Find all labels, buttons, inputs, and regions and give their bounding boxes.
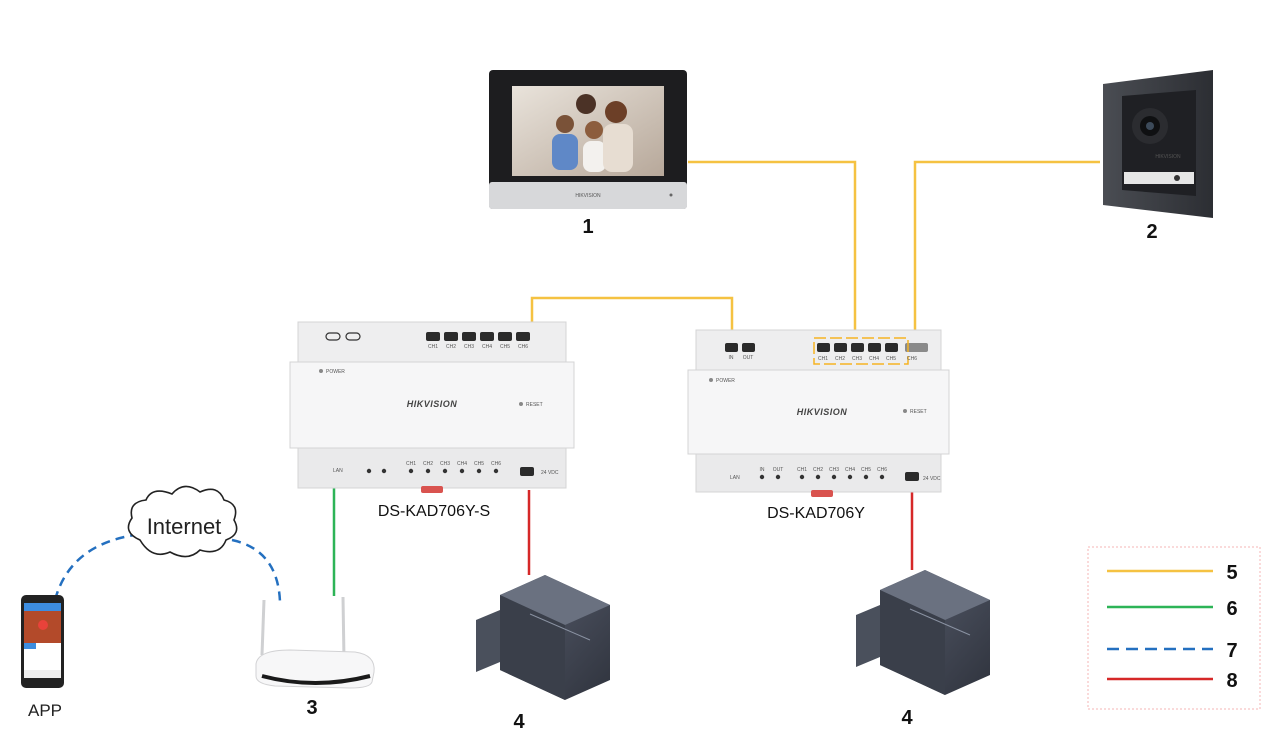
bottom-ch-label: CH5 — [861, 467, 871, 473]
power-label: POWER — [716, 378, 735, 384]
bottom-ch-label: CH6 — [877, 467, 887, 473]
legend: 5 6 7 8 — [1087, 546, 1261, 710]
app-label: APP — [28, 701, 62, 720]
brand-logo: HIKVISION — [797, 407, 848, 417]
label-number-4-right: 4 — [901, 707, 913, 729]
blue-dashed-internet-router — [231, 538, 282, 603]
reset-label: RESET — [526, 402, 543, 408]
door-station: HIKVISION — [1103, 70, 1213, 218]
wires — [53, 160, 1100, 603]
internet-label: Internet — [147, 514, 222, 539]
label-number-4-left: 4 — [513, 711, 525, 733]
top-ch-label: CH1 — [818, 356, 828, 362]
router — [255, 596, 375, 689]
top-ch-label: CH2 — [835, 356, 845, 362]
top-ch-label: CH6 — [907, 356, 917, 362]
monitor-brand: HIKVISION — [575, 193, 601, 199]
top-terminals-s — [426, 332, 530, 341]
model-ds-kad706y-s: DS-KAD706Y-S — [378, 503, 490, 520]
out-label: OUT — [743, 355, 754, 361]
bottom-ch-label: CH3 — [829, 467, 839, 473]
top-ch-label: CH6 — [518, 344, 528, 350]
top-ch-label: CH5 — [886, 356, 896, 362]
bottom-ch-label: CH6 — [491, 461, 501, 467]
label-number-3: 3 — [306, 697, 317, 719]
yellow-wire-monitor — [688, 160, 857, 345]
distributor-ds-kad706y: IN OUT CH1 CH2 CH3 CH4 CH5 CH6 POWER HIK… — [687, 329, 950, 497]
door-station-brand: HIKVISION — [1155, 154, 1181, 160]
power-supply-right — [856, 570, 990, 695]
distributor-ds-kad706y-s: CH1 CH2 CH3 CH4 CH5 CH6 POWER HIKVISION … — [289, 321, 575, 493]
legend-number-6: 6 — [1226, 598, 1237, 620]
top-ch-label: CH3 — [464, 344, 474, 350]
lan-label: LAN — [730, 475, 740, 481]
yellow-wire-door-station — [913, 160, 1100, 345]
blue-dashed-phone-internet — [53, 533, 136, 601]
bottom-ch-label: CH4 — [845, 467, 855, 473]
bottom-ch-label: CH4 — [457, 461, 467, 467]
top-ch-label: CH5 — [500, 344, 510, 350]
vdc-label: 24 VDC — [541, 470, 559, 476]
top-ch-label: CH3 — [852, 356, 862, 362]
legend-number-5: 5 — [1226, 562, 1237, 584]
indoor-monitor: HIKVISION — [489, 70, 687, 209]
bottom-ch-label: CH2 — [813, 467, 823, 473]
lan-label: LAN — [333, 468, 343, 474]
reset-label: RESET — [910, 409, 927, 415]
bottom-terminals-y — [759, 474, 885, 480]
bottom-terminals-s — [408, 468, 499, 474]
top-ch-label: CH2 — [446, 344, 456, 350]
yellow-wire-cascade — [530, 296, 734, 340]
smartphone — [21, 595, 64, 688]
bottom-ch-label: CH5 — [474, 461, 484, 467]
bottom-ch-label: CH2 — [423, 461, 433, 467]
vdc-label: 24 VDC — [923, 476, 941, 482]
legend-border — [1087, 546, 1261, 710]
bottom-ch-label: OUT — [773, 467, 784, 473]
power-label: POWER — [326, 369, 345, 375]
label-number-1: 1 — [582, 216, 593, 238]
bottom-ch-label: CH3 — [440, 461, 450, 467]
bottom-ch-label: CH1 — [797, 467, 807, 473]
model-ds-kad706y: DS-KAD706Y — [767, 505, 865, 522]
internet-cloud-icon: Internet — [127, 485, 238, 558]
top-ch-label: CH4 — [869, 356, 879, 362]
bottom-ch-label: CH1 — [406, 461, 416, 467]
brand-logo: HIKVISION — [407, 399, 458, 409]
bottom-ch-label: IN — [760, 467, 765, 473]
in-label: IN — [729, 355, 734, 361]
channel-highlight-box — [813, 337, 909, 365]
top-ch-label: CH1 — [428, 344, 438, 350]
top-ch-label: CH4 — [482, 344, 492, 350]
label-number-2: 2 — [1146, 221, 1157, 243]
top-terminals-y — [817, 343, 928, 352]
power-supply-left — [476, 575, 610, 700]
legend-number-7: 7 — [1226, 640, 1237, 662]
legend-number-8: 8 — [1226, 670, 1237, 692]
